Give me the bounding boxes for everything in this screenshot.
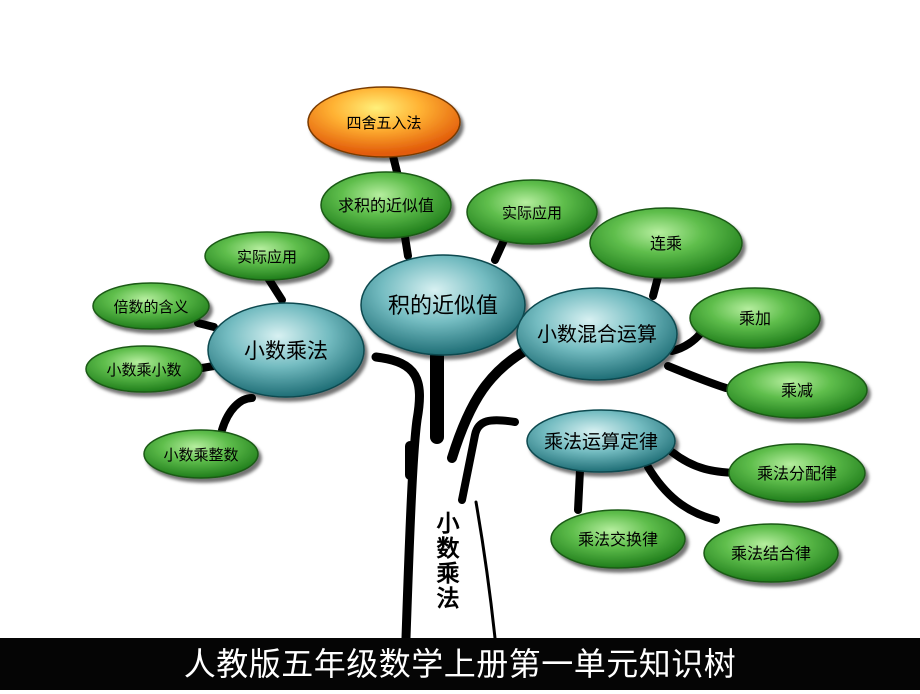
node-fenpei-label: 乘法分配律: [757, 464, 837, 483]
node-hunhe-label: 小数混合运算: [537, 322, 657, 346]
node-shiji-top-label: 实际应用: [502, 204, 562, 222]
node-xscz-label: 小数乘整数: [163, 446, 238, 464]
trunk-label-text: 小数乘法: [436, 511, 460, 612]
node-xscx-label: 小数乘小数: [106, 361, 181, 379]
node-xscx: 小数乘小数: [85, 345, 203, 393]
node-jidejinsi-label: 积的近似值: [388, 294, 498, 319]
node-fenpei: 乘法分配律: [728, 443, 866, 503]
node-shiji-top: 实际应用: [466, 179, 598, 245]
node-xiaoshuchengfa-label: 小数乘法: [244, 339, 328, 363]
node-chengjian: 乘减: [726, 361, 868, 419]
node-xiaoshuchengfa: 小数乘法: [207, 302, 365, 398]
node-sishe-label: 四舍五入法: [346, 114, 421, 132]
node-jidejinsi: 积的近似值: [360, 254, 526, 356]
node-lianc: 连乘: [589, 207, 743, 279]
node-beishu-label: 倍数的含义: [113, 298, 188, 316]
node-jiehe-label: 乘法结合律: [731, 544, 811, 563]
node-qiuji: 求积的近似值: [320, 171, 452, 239]
branch-connectors: [194, 152, 739, 524]
trunk-label: 小数乘法: [428, 512, 468, 612]
footer-title: 人教版五年级数学上册第一单元知识树: [183, 645, 737, 683]
node-beishu: 倍数的含义: [92, 282, 210, 330]
node-dinglv: 乘法运算定律: [526, 409, 676, 473]
node-chengjia-label: 乘加: [739, 309, 771, 328]
node-hunhe: 小数混合运算: [516, 287, 678, 381]
node-chengjian-label: 乘减: [781, 381, 813, 400]
footer-bar: 人教版五年级数学上册第一单元知识树: [0, 638, 920, 690]
node-jiehe: 乘法结合律: [703, 523, 839, 583]
node-chengjia: 乘加: [689, 287, 821, 349]
node-shiji-left: 实际应用: [204, 231, 330, 281]
node-lianc-label: 连乘: [650, 234, 682, 253]
tree-trunk: [371, 343, 535, 643]
node-shiji-left-label: 实际应用: [237, 248, 297, 266]
node-jiaohuan: 乘法交换律: [550, 509, 686, 569]
node-jiaohuan-label: 乘法交换律: [578, 530, 658, 549]
node-qiuji-label: 求积的近似值: [338, 196, 434, 215]
node-sishe: 四舍五入法: [307, 86, 461, 158]
node-dinglv-label: 乘法运算定律: [544, 431, 658, 453]
node-xscz: 小数乘整数: [143, 429, 259, 479]
